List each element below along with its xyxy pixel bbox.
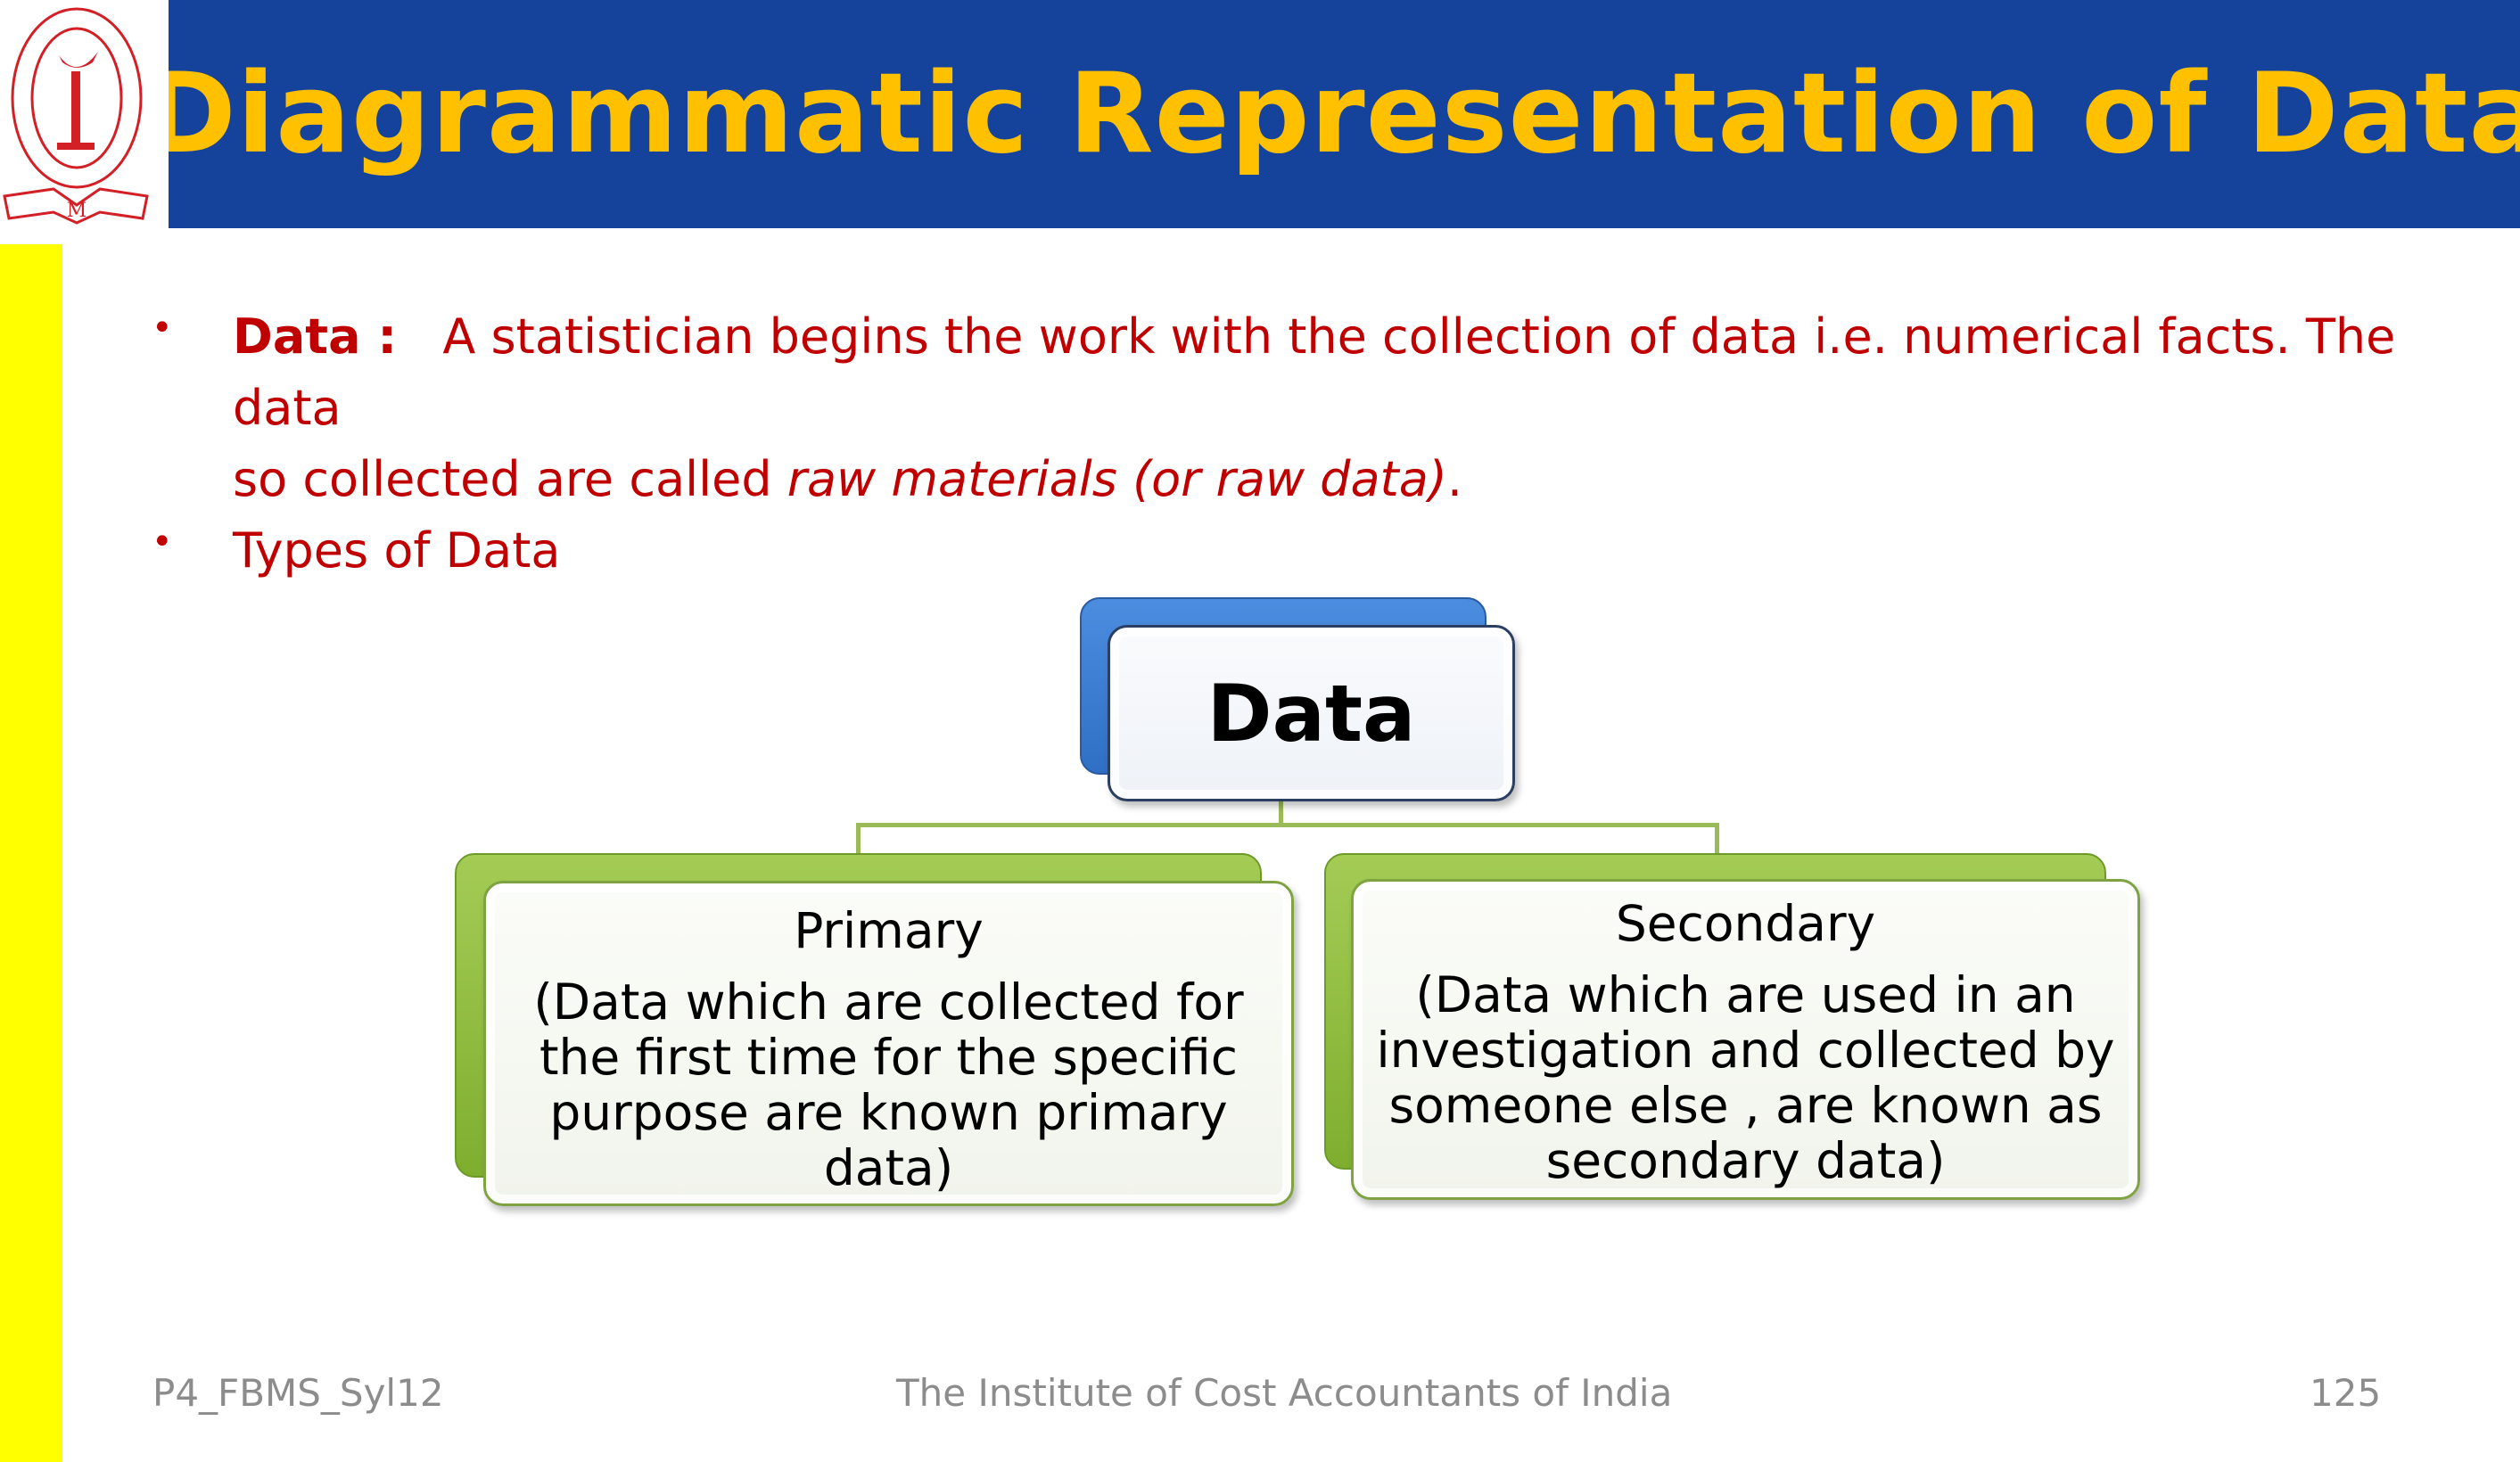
bullet-icon: • [152,308,173,349]
raw-materials-term: raw materials (or raw data) [786,451,1447,507]
primary-node: Primary (Data which are collected for th… [483,881,1294,1206]
period: . [1446,451,1463,507]
header-bar [169,0,2520,228]
secondary-title: Secondary [1615,895,1876,952]
connector-line [1715,823,1719,855]
data-label: Data : [233,308,397,365]
definition-line2: so collected are called [233,451,787,507]
connector-line [856,823,1719,827]
svg-text:M: M [67,200,87,222]
secondary-node: Secondary (Data which are used in an inv… [1351,879,2140,1200]
root-node-data: Data [1108,625,1515,801]
footer-course-code: P4_FBMS_Syl12 [152,1371,444,1415]
bullet-icon: • [152,522,173,563]
primary-title: Primary [794,902,984,959]
page-number: 125 [2310,1371,2382,1415]
side-accent-bar [0,244,62,1462]
types-of-data-heading: Types of Data [233,522,561,579]
footer-institute: The Institute of Cost Accountants of Ind… [896,1371,1673,1415]
connector-line [1279,801,1283,826]
slide-title: Diagrammatic Representation of Data [144,50,2520,178]
secondary-description: (Data which are used in an investigation… [1376,966,2115,1189]
institute-logo: M [0,0,169,228]
data-definition: Data : A statistician begins the work wi… [233,301,2462,515]
connector-line [856,823,861,855]
primary-description: (Data which are collected for the first … [533,973,1244,1196]
definition-line1: A statistician begins the work with the … [233,308,2396,436]
